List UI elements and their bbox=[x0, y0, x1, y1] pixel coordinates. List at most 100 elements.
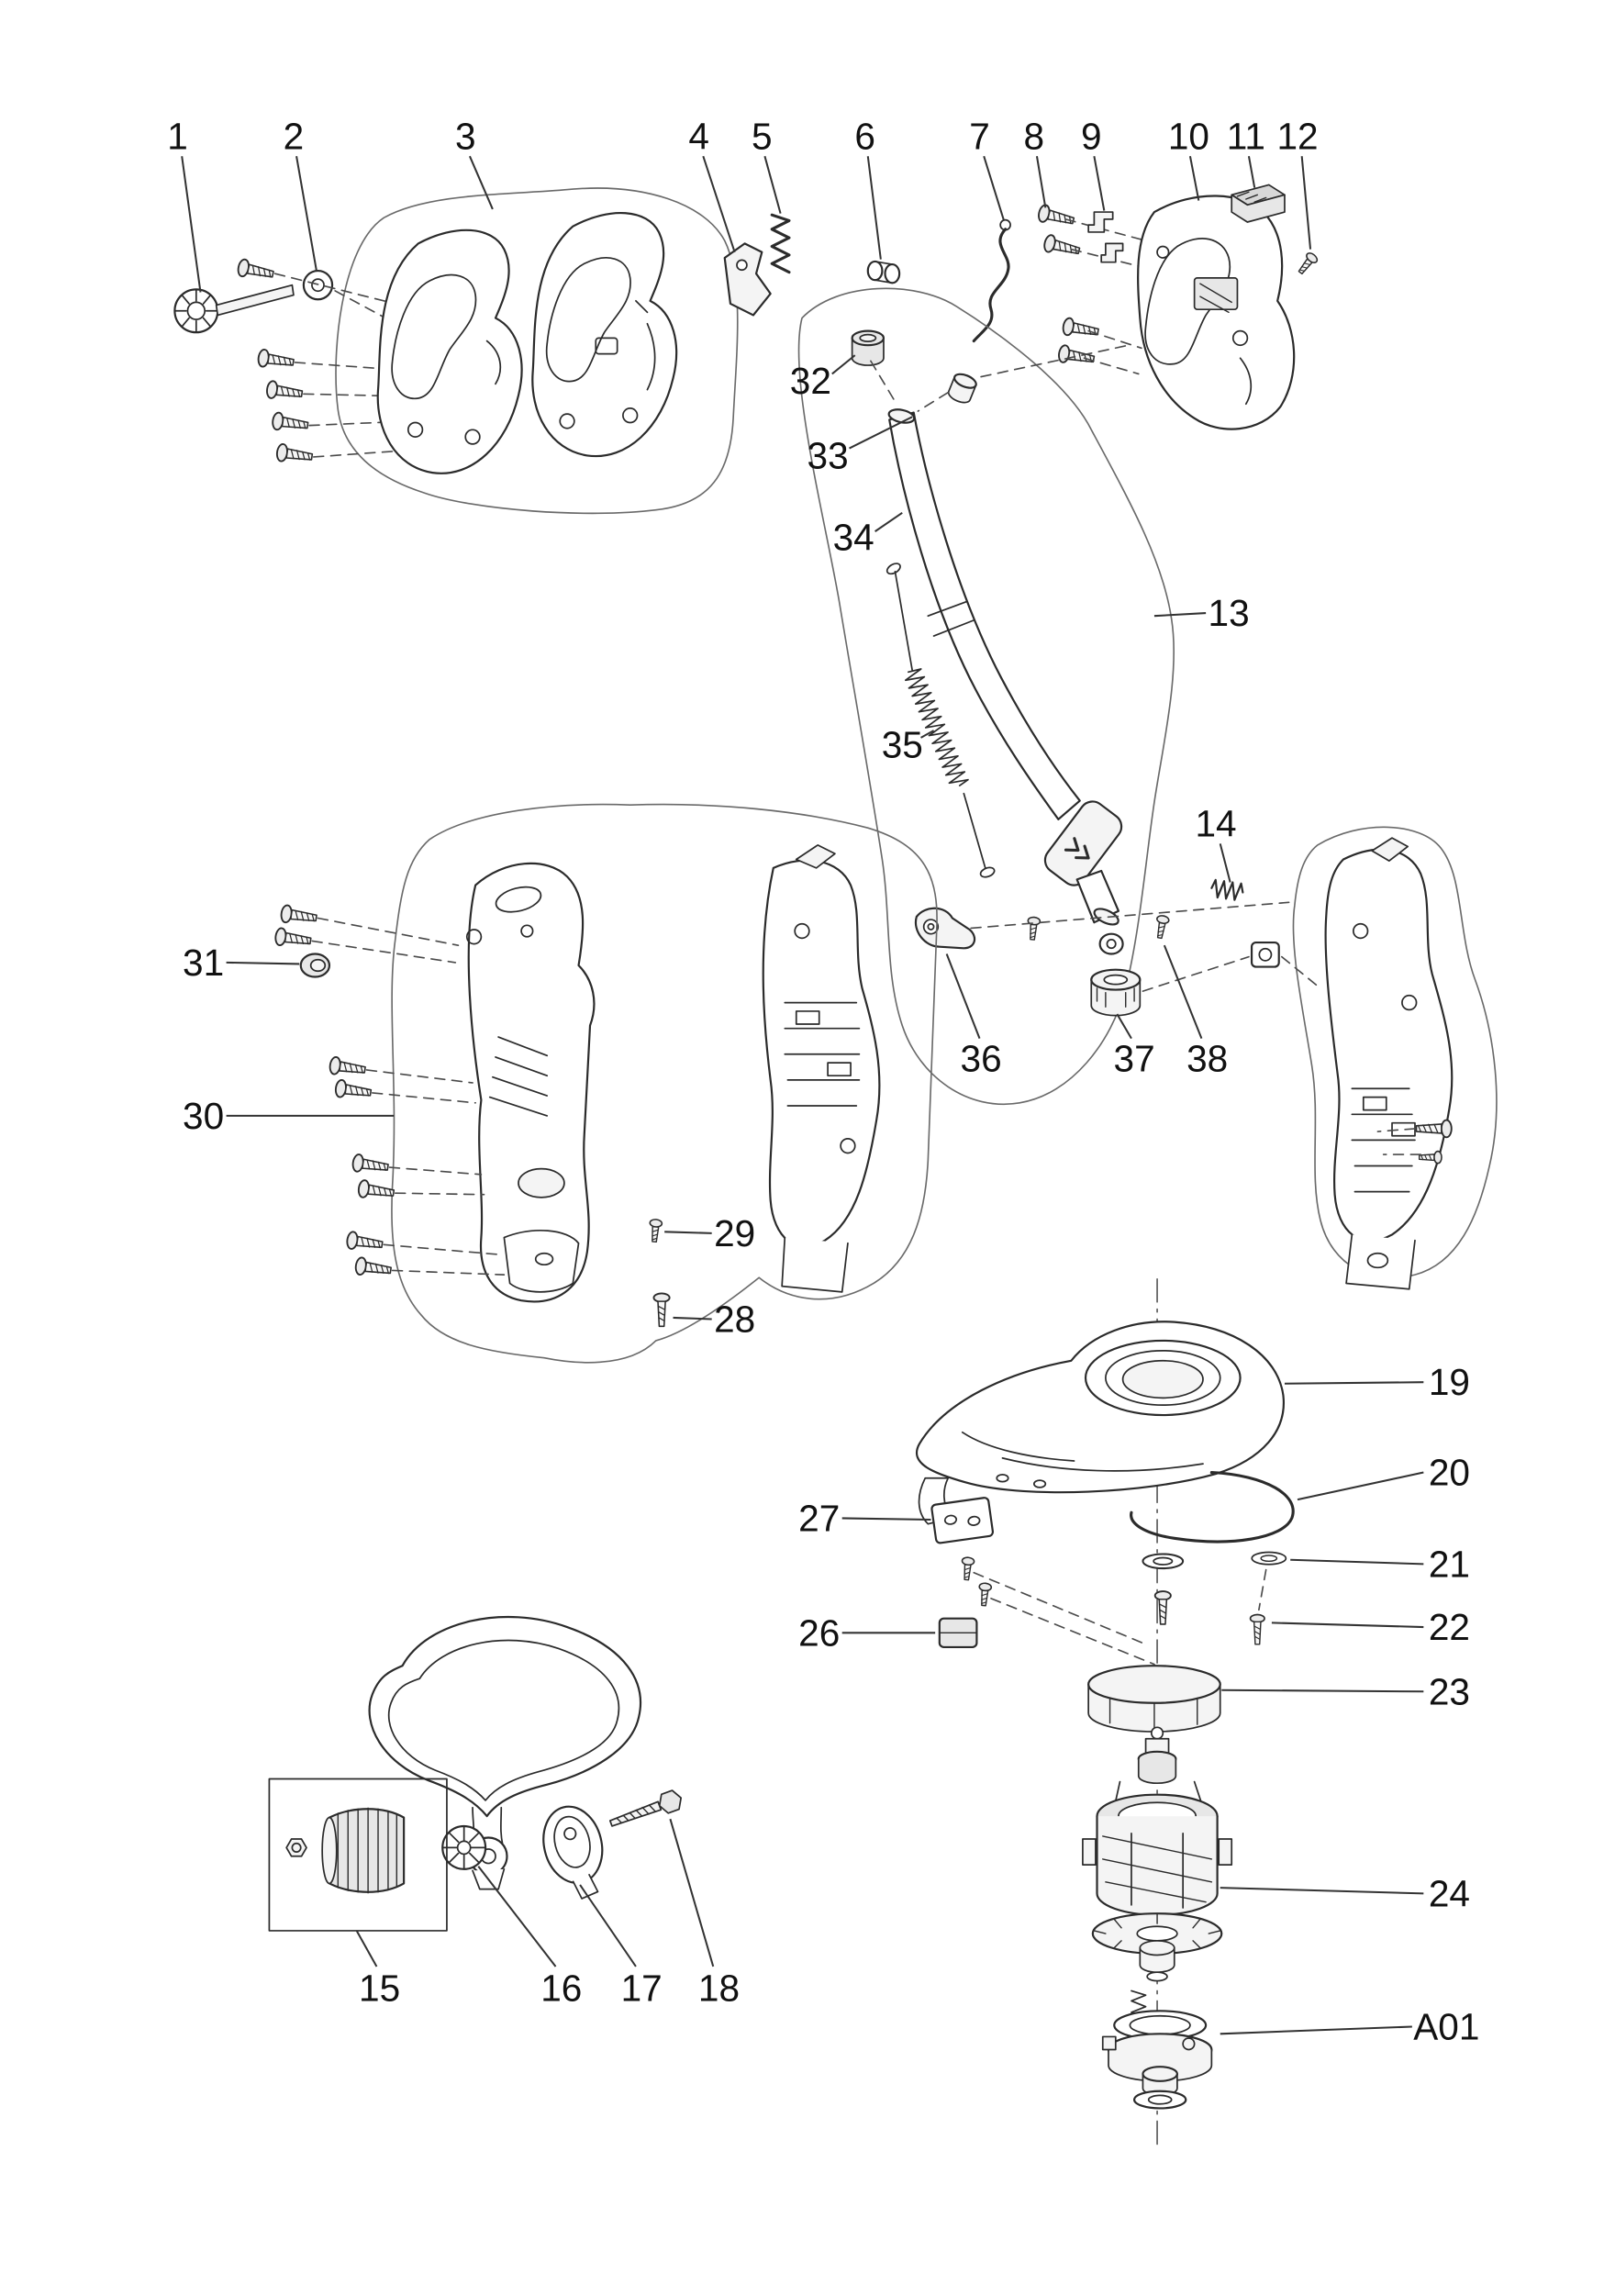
callout-label-37: 37 bbox=[1114, 1037, 1155, 1079]
callout-label-28: 28 bbox=[714, 1298, 755, 1341]
tube-grip-sleeve bbox=[1043, 800, 1123, 886]
part-26-spacer-block bbox=[938, 1617, 978, 1649]
callout-leader-11 bbox=[1247, 156, 1256, 188]
callout-leader-22 bbox=[1271, 1622, 1424, 1629]
callout-label-27: 27 bbox=[798, 1497, 840, 1539]
callout-label-29: 29 bbox=[714, 1212, 755, 1254]
callout-label-30: 30 bbox=[183, 1095, 224, 1137]
callout-label-24: 24 bbox=[1429, 1872, 1470, 1914]
callout-label-35: 35 bbox=[882, 724, 923, 766]
callout-label-10: 10 bbox=[1168, 115, 1209, 157]
callout-leader-37 bbox=[1116, 1013, 1132, 1040]
callout-leader-8 bbox=[1035, 156, 1047, 208]
part-9-contact-clips bbox=[1087, 211, 1124, 263]
callout-label-12: 12 bbox=[1276, 115, 1318, 157]
part-15-knob-group bbox=[268, 1778, 448, 1932]
callout-label-8: 8 bbox=[1024, 115, 1045, 157]
callout-label-16: 16 bbox=[540, 1967, 582, 2009]
screw bbox=[256, 348, 296, 373]
callout-leader-12 bbox=[1300, 156, 1312, 250]
screw bbox=[959, 1555, 976, 1582]
screw bbox=[351, 1153, 391, 1177]
part-20-line-guide-wire bbox=[1130, 1470, 1295, 1544]
part-22-screw bbox=[1249, 1613, 1266, 1645]
screw bbox=[976, 1581, 993, 1608]
part-34-upper-tube bbox=[887, 408, 1081, 820]
callout-leader-9 bbox=[1093, 156, 1106, 211]
part-33-ferrule bbox=[947, 373, 977, 404]
knurled-knob bbox=[321, 1807, 406, 1894]
callout-label-26: 26 bbox=[798, 1611, 840, 1654]
callout-leader-36 bbox=[945, 953, 981, 1039]
callout-label-32: 32 bbox=[790, 360, 831, 402]
part-28-screw bbox=[652, 1292, 671, 1328]
callout-label-11: 11 bbox=[1227, 115, 1265, 157]
callout-label-22: 22 bbox=[1429, 1606, 1470, 1648]
callout-label-9: 9 bbox=[1081, 115, 1102, 157]
callout-label-4: 4 bbox=[688, 115, 709, 157]
callout-label-7: 7 bbox=[969, 115, 990, 157]
part-31-button-plug bbox=[299, 953, 331, 978]
part-1-cable-wheel bbox=[173, 284, 295, 334]
callout-leader-10 bbox=[1188, 156, 1200, 201]
housing-right-shell bbox=[762, 844, 881, 1293]
cutting-head-stack bbox=[916, 1277, 1295, 2146]
callout-leader-23 bbox=[1221, 1689, 1424, 1693]
part-a01-spool-head bbox=[1101, 1989, 1213, 2110]
part-36-lever bbox=[914, 907, 976, 950]
part-21-washer bbox=[1251, 1551, 1287, 1566]
callout-leader-13 bbox=[1153, 612, 1207, 618]
callout-leader-31 bbox=[226, 961, 300, 965]
shaft-tube-assembly bbox=[797, 287, 1290, 1105]
part-38-screw bbox=[1153, 913, 1171, 941]
callout-leader-17 bbox=[579, 1884, 637, 1967]
callout-leader-27 bbox=[841, 1517, 931, 1521]
callout-leader-5 bbox=[763, 155, 782, 214]
callout-leader-20 bbox=[1297, 1471, 1424, 1501]
screw bbox=[333, 1078, 373, 1103]
callout-label-1: 1 bbox=[167, 115, 188, 157]
screw bbox=[328, 1055, 368, 1080]
part-7-wire-lead bbox=[972, 218, 1011, 343]
part-18-handle-bolt bbox=[608, 1789, 683, 1827]
lower-tube-end bbox=[1075, 869, 1124, 955]
callout-label-3: 3 bbox=[455, 115, 476, 157]
callout-leader-34 bbox=[874, 511, 903, 532]
callout-label-13: 13 bbox=[1209, 592, 1250, 634]
screw bbox=[270, 410, 310, 435]
part-32-end-cap bbox=[851, 329, 886, 366]
part-35-inner-shaft-spring bbox=[886, 563, 996, 878]
housing-half-left bbox=[376, 228, 523, 474]
callout-label-17: 17 bbox=[621, 1967, 663, 2009]
small-parts-4-to-7 bbox=[723, 213, 1011, 343]
callout-label-23: 23 bbox=[1429, 1670, 1470, 1712]
part-14-spring bbox=[1209, 878, 1245, 902]
callout-leader-2 bbox=[295, 156, 317, 272]
callout-label-5: 5 bbox=[752, 115, 773, 157]
screw bbox=[345, 1230, 384, 1254]
callout-leader-29 bbox=[664, 1231, 712, 1234]
screw bbox=[1056, 343, 1097, 369]
callout-label-21: 21 bbox=[1429, 1543, 1470, 1585]
screw bbox=[279, 903, 318, 928]
callout-label-19: 19 bbox=[1429, 1361, 1470, 1403]
callout-leader-15 bbox=[355, 1930, 378, 1967]
motor-housing-assembly bbox=[273, 803, 938, 1364]
part-16-clamp-wheel bbox=[441, 1824, 487, 1870]
front-handle-housing-assembly bbox=[173, 187, 739, 515]
screw bbox=[235, 257, 276, 284]
part-4-bracket bbox=[723, 242, 772, 317]
callout-leader-1 bbox=[181, 156, 202, 293]
part-12-screw bbox=[1294, 250, 1320, 278]
callout-label-36: 36 bbox=[961, 1037, 1002, 1079]
screw bbox=[1041, 232, 1083, 261]
part-27-bracket bbox=[930, 1497, 995, 1544]
square-nut bbox=[285, 1838, 307, 1857]
screw bbox=[353, 1255, 394, 1280]
screw bbox=[356, 1178, 396, 1203]
part-23-foam-disc bbox=[1087, 1665, 1221, 1733]
part-6-clamp bbox=[866, 260, 901, 284]
part-17-clamp-plate bbox=[542, 1805, 604, 1900]
housing-half-right bbox=[531, 211, 678, 458]
